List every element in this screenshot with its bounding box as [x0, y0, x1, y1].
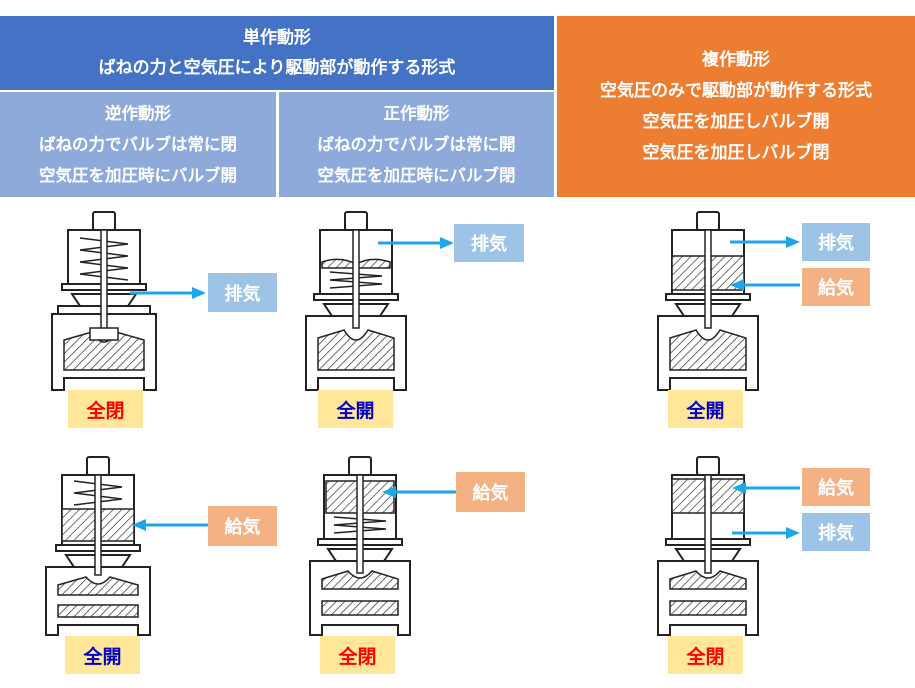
supply-badge: 給気 — [802, 268, 870, 306]
arrow-double-open-supply — [732, 482, 800, 494]
direct-acting-title: 正作動形 — [383, 104, 450, 123]
reverse-acting-header: 逆作動形 ばねの力でバルブは常に閉 空気圧を加圧時にバルブ開 — [0, 92, 276, 197]
supply-badge: 給気 — [208, 506, 277, 546]
arrow-double-open-exhaust — [732, 527, 800, 539]
exhaust-badge: 排気 — [802, 513, 870, 551]
valve-direct-closed — [305, 211, 407, 391]
arrow-direct-open-supply — [382, 486, 456, 498]
fully-closed-label: 全閉 — [68, 390, 143, 428]
single-acting-description: ばねの力と空気圧により駆動部が動作する形式 — [98, 58, 456, 78]
valve-reverse-open — [45, 456, 151, 636]
reverse-acting-title: 逆作動形 — [105, 104, 171, 123]
single-acting-title: 単作動形 — [243, 28, 311, 48]
valve-reverse-closed — [51, 211, 157, 391]
direct-acting-header: 正作動形 ばねの力でバルブは常に開 空気圧を加圧時にバルブ閉 — [279, 92, 554, 197]
exhaust-badge: 排気 — [802, 223, 870, 261]
fully-open-label: 全開 — [65, 636, 140, 674]
exhaust-badge: 排気 — [208, 273, 277, 312]
single-acting-header: 単作動形 ばねの力と空気圧により駆動部が動作する形式 — [0, 16, 554, 90]
direct-acting-line1: ばねの力でバルブは常に開 — [317, 135, 516, 154]
double-acting-line1: 空気圧のみで駆動部が動作する形式 — [600, 80, 872, 101]
arrow-reverse-closed-exhaust — [130, 287, 206, 299]
double-acting-line2: 空気圧を加圧しバルブ開 — [642, 111, 830, 132]
fully-open-label: 全開 — [668, 390, 743, 428]
reverse-acting-line1: ばねの力でバルブは常に閉 — [39, 135, 237, 154]
supply-badge: 給気 — [802, 468, 870, 506]
arrow-reverse-open-supply — [132, 519, 208, 531]
valve-direct-open — [309, 456, 411, 636]
double-acting-title: 複作動形 — [702, 49, 770, 70]
exhaust-badge: 排気 — [454, 224, 524, 262]
direct-acting-line2: 空気圧を加圧時にバルブ閉 — [317, 166, 516, 185]
arrow-double-closed-exhaust — [730, 236, 800, 248]
double-acting-line3: 空気圧を加圧しバルブ閉 — [642, 142, 830, 163]
valve-double-open — [657, 456, 759, 636]
arrow-double-closed-supply — [730, 279, 800, 291]
arrow-direct-closed-exhaust — [378, 237, 454, 249]
valve-double-closed — [657, 211, 759, 391]
fully-open-label: 全開 — [318, 390, 393, 428]
reverse-acting-line2: 空気圧を加圧時にバルブ開 — [39, 166, 237, 185]
fully-closed-label: 全閉 — [668, 636, 743, 674]
fully-closed-label: 全閉 — [320, 636, 395, 674]
supply-badge: 給気 — [456, 472, 525, 512]
double-acting-header: 複作動形 空気圧のみで駆動部が動作する形式 空気圧を加圧しバルブ開 空気圧を加圧… — [557, 16, 915, 197]
